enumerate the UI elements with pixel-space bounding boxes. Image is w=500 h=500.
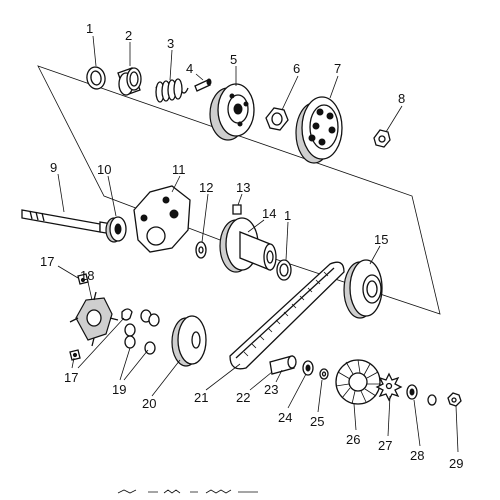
callout-13: 13 — [236, 180, 250, 195]
callout-15: 15 — [374, 232, 388, 247]
leader-21 — [205, 363, 241, 391]
callout-26: 26 — [346, 432, 360, 447]
callout-28: 28 — [410, 448, 424, 463]
leader-23 — [275, 369, 283, 383]
callout-1b: 1 — [284, 208, 291, 223]
leader-25 — [317, 379, 323, 413]
callout-21: 21 — [194, 390, 208, 405]
part-10-bearing — [105, 216, 127, 243]
leader-14 — [247, 219, 265, 233]
leader-lines — [57, 35, 459, 453]
callout-8: 8 — [398, 91, 405, 106]
part-15-pulley-half — [343, 259, 383, 319]
leader-4 — [195, 73, 204, 81]
callout-17b: 17 — [64, 370, 78, 385]
leader-13 — [237, 193, 243, 206]
part-25-ring — [319, 368, 329, 380]
callout-25: 25 — [310, 414, 324, 429]
callout-12: 12 — [199, 180, 213, 195]
callout-7: 7 — [334, 61, 341, 76]
callout-14: 14 — [262, 206, 276, 221]
callout-1: 1 — [86, 21, 93, 36]
leader-18 — [87, 281, 93, 301]
callout-10: 10 — [97, 162, 111, 177]
part-23-sleeve — [269, 355, 297, 375]
leader-1 — [92, 35, 97, 67]
leader-24 — [287, 373, 307, 409]
part-18-ramp-plate — [69, 291, 119, 347]
leader-3 — [169, 49, 173, 81]
leader-15 — [369, 245, 381, 265]
part-29-nut — [447, 392, 462, 407]
callout-9: 9 — [50, 160, 57, 175]
leader-7 — [329, 75, 339, 99]
callout-29: 29 — [449, 456, 463, 471]
callout-24: 24 — [278, 410, 292, 425]
part-1-ring — [86, 66, 106, 90]
callout-27: 27 — [378, 438, 392, 453]
part-27-star-washer — [375, 372, 403, 402]
callout-23: 23 — [264, 382, 278, 397]
leader-17a — [57, 265, 79, 279]
leader-9 — [57, 173, 65, 213]
callout-19: 19 — [112, 382, 126, 397]
callout-labels: 1 2 3 4 5 6 7 8 9 10 11 12 13 14 1 15 17… — [40, 21, 463, 471]
callout-20: 20 — [142, 396, 156, 411]
part-4-pin — [194, 78, 212, 92]
leader-1b — [285, 221, 289, 261]
part-12-washer — [195, 241, 207, 259]
part-5-clutch-plate — [209, 83, 255, 141]
callout-22: 22 — [236, 390, 250, 405]
part-26-fan-pulley — [335, 359, 381, 405]
leader-6 — [281, 75, 299, 111]
leader-20 — [151, 359, 181, 397]
callout-4: 4 — [186, 61, 193, 76]
assembly-outline — [37, 65, 441, 315]
leader-11 — [171, 175, 181, 193]
part-19-roller-weights — [124, 309, 160, 355]
part-8-nut — [373, 129, 391, 148]
callout-3: 3 — [167, 36, 174, 51]
part-28-washer — [406, 384, 418, 400]
part-11-cover — [133, 185, 191, 253]
part-14-driven-pulley — [219, 217, 277, 273]
leader-22 — [249, 371, 273, 391]
cropped-caption-fragment — [117, 489, 258, 494]
part-17-slider-piece — [121, 308, 133, 321]
leader-29 — [455, 405, 459, 453]
leader-10 — [107, 175, 117, 217]
part-9-drive-shaft — [21, 209, 113, 235]
part-1-ring-second — [276, 259, 292, 281]
part-20-drive-face — [171, 315, 207, 367]
leader-8 — [385, 105, 403, 133]
part-7-clutch-housing — [295, 96, 343, 164]
leader-27 — [387, 395, 391, 437]
leader-28 — [413, 399, 421, 447]
callout-2: 2 — [125, 28, 132, 43]
part-6-nut — [265, 107, 289, 131]
part-21-drive-belt — [229, 261, 345, 370]
part-13-pin — [232, 204, 242, 215]
callout-18: 18 — [80, 268, 94, 283]
leader-19 — [119, 347, 149, 381]
callout-6: 6 — [293, 61, 300, 76]
leader-26 — [353, 403, 357, 431]
callout-5: 5 — [230, 52, 237, 67]
part-17-fitting-bottom — [69, 349, 81, 361]
part-28-ring — [427, 394, 437, 406]
part-24-washer — [302, 360, 314, 376]
leader-17b — [71, 317, 125, 369]
callout-17a: 17 — [40, 254, 54, 269]
part-2-bushing — [117, 67, 142, 96]
part-3-spring — [155, 78, 189, 103]
callout-11: 11 — [172, 162, 186, 177]
leader-12 — [201, 193, 209, 243]
